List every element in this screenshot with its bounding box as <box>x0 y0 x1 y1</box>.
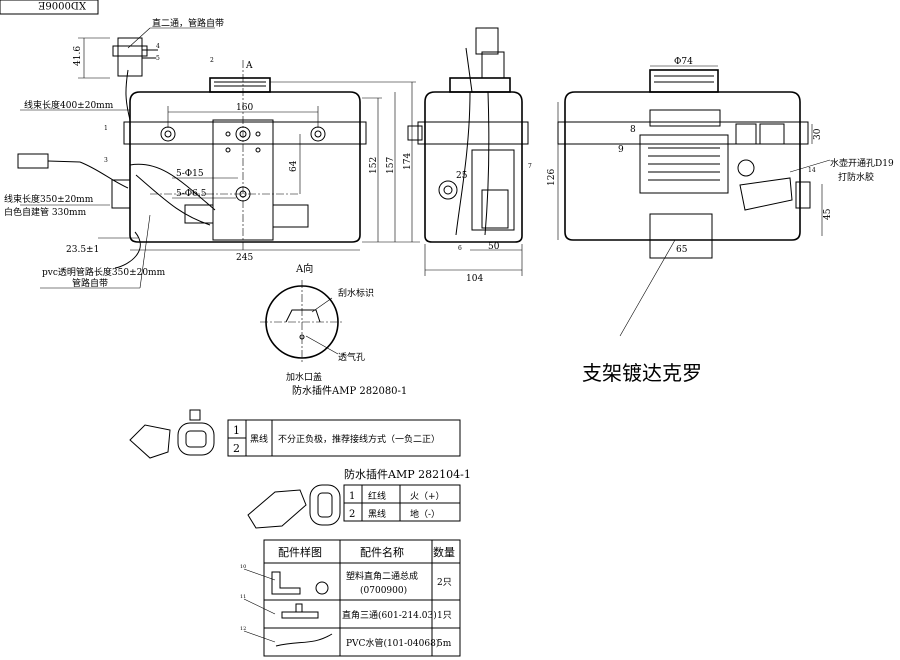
label-hole-d19: 水壶开通孔D19 <box>830 157 894 169</box>
dim-64: 64 <box>289 160 299 172</box>
rear-view: Φ74 30 126 65 45 水壶开通孔D19 打防水胶 8 9 14 <box>547 57 894 337</box>
pvc-hose-icon <box>275 633 333 647</box>
tank-front-outline <box>129 91 361 243</box>
pump-body <box>471 149 515 231</box>
label-pvc-2: 管路自带 <box>72 277 108 289</box>
parts-row3-name: PVC水管(101-04068) <box>346 637 439 649</box>
dim-157: 157 <box>386 157 396 174</box>
t2-row1-wire: 红线 <box>368 490 386 502</box>
pump-outlet <box>649 213 713 259</box>
label-harness-350: 线束长度350±20mm <box>4 193 94 205</box>
label-harness-400: 线束长度400±20mm <box>24 99 114 111</box>
t2-row1-no: 1 <box>349 491 355 502</box>
callout-1: 1 <box>104 125 108 132</box>
connector-title-282080: 防水插件AMP 282080-1 <box>292 384 407 397</box>
elbow-fitting-icon <box>271 571 301 595</box>
drawing-code: XD0006E <box>38 0 86 10</box>
top-connector <box>117 37 143 77</box>
connector-282080-illustration <box>129 409 215 459</box>
warning-label-small <box>649 109 721 127</box>
dim-25: 25 <box>456 171 468 181</box>
parts-header-name: 配件名称 <box>360 545 404 559</box>
parts-table: 配件样图 配件名称 数量 10 塑料直角二通总成 (0700900) 2只 11… <box>240 539 461 657</box>
callout-6: 6 <box>458 245 462 252</box>
parts-row2-qty: 1只 <box>437 611 452 621</box>
t2-row2-no: 2 <box>349 509 355 520</box>
callout-14: 14 <box>808 167 816 174</box>
view-a: A向 刮水标识 透气孔 加水口盖 防水插件AMP 282080-1 <box>260 262 407 397</box>
parts-header-qty: 数量 <box>433 546 455 559</box>
parts-row2-ref: 11 <box>240 594 246 600</box>
dim-74: Φ74 <box>674 57 693 67</box>
dim-104: 104 <box>466 274 483 284</box>
title-block: XD0006E <box>0 0 99 15</box>
parts-row1-qty: 2只 <box>437 578 452 588</box>
callout-2: 2 <box>210 57 214 64</box>
front-callouts: 1 2 3 4 5 <box>104 43 214 164</box>
warning-label-large <box>639 134 729 194</box>
callout-4: 4 <box>156 43 160 50</box>
wiring-table-2: 防水插件AMP 282104-1 1 红线 火（+） 2 黑线 地（-） <box>343 467 471 522</box>
side-fitting <box>438 180 458 200</box>
parts-row1-name: 塑料直角二通总成 <box>346 570 418 582</box>
parts-row1-code: (0700900) <box>360 585 407 596</box>
parts-row1-ref: 10 <box>240 564 246 570</box>
dim-126: 126 <box>547 169 557 186</box>
t2-title: 防水插件AMP 282104-1 <box>344 467 471 481</box>
tank-rear-outline <box>564 91 801 241</box>
left-connector <box>17 153 49 169</box>
label-vent-hole: 透气孔 <box>338 351 365 363</box>
dim-45: 45 <box>823 208 833 220</box>
t1-row2-no: 2 <box>233 442 240 455</box>
dim-245: 245 <box>236 253 253 263</box>
parts-row3-ref: 12 <box>240 626 246 632</box>
dim-174: 174 <box>403 153 413 170</box>
t2-row2-pole: 地（-） <box>410 508 440 520</box>
wiring-table-1: 1 2 黑线 不分正负极，推荐接线方式（一负二正） <box>227 419 461 457</box>
parts-row2-name: 直角三通(601-214.03) <box>342 609 437 621</box>
dim-23-5: 23.5±1 <box>66 245 99 255</box>
dim-65: 65 <box>676 245 688 255</box>
callout-9: 9 <box>618 145 624 155</box>
dim-30: 30 <box>813 128 823 140</box>
section-mark-a: A <box>245 61 253 71</box>
pump-foot <box>272 204 309 228</box>
t1-note: 不分正负极，推荐接线方式（一负二正） <box>278 433 440 445</box>
callout-5: 5 <box>156 55 160 62</box>
parts-header-image: 配件样图 <box>278 545 322 559</box>
dim-160: 160 <box>236 103 253 113</box>
front-view: 直二通，管路自带 41.6 线束长度400±20mm 160 64 5-Φ15 … <box>4 17 420 289</box>
view-a-title: A向 <box>295 262 313 275</box>
t2-row1-pole: 火（+） <box>410 491 445 502</box>
label-filler-cap: 加水口盖 <box>286 371 322 383</box>
dim-hole-15: 5-Φ15 <box>176 169 204 179</box>
filler-cap <box>209 77 271 93</box>
parts-row3-qty: 5m <box>437 639 452 649</box>
t1-row1-no: 1 <box>233 424 240 437</box>
tee-fitting-icon <box>281 603 319 619</box>
tank-side-outline <box>424 91 523 243</box>
dim-connector-height: 41.6 <box>73 46 83 66</box>
bracket-note: 支架镀达克罗 <box>582 361 702 385</box>
dim-50: 50 <box>488 242 500 252</box>
connector-282104-illustration <box>247 484 341 529</box>
dim-hole-65: 5-Φ6.5 <box>176 189 207 199</box>
label-pvc: pvc透明管路长度350±20mm <box>42 266 166 278</box>
label-tee: 直二通，管路自带 <box>152 17 224 29</box>
callout-7: 7 <box>528 163 532 170</box>
callout-3: 3 <box>104 157 108 164</box>
label-wiper-mark: 刮水标识 <box>338 287 374 299</box>
t2-row2-wire: 黑线 <box>368 508 386 520</box>
callout-8: 8 <box>630 125 636 135</box>
t1-row1-desc: 黑线 <box>250 433 268 445</box>
label-waterproof-glue: 打防水胶 <box>838 171 874 183</box>
side-view: 25 50 104 6 7 <box>407 27 532 284</box>
dim-152: 152 <box>369 157 379 174</box>
label-white-hose: 白色自建管 330mm <box>4 206 87 218</box>
bracket-band <box>123 121 367 145</box>
